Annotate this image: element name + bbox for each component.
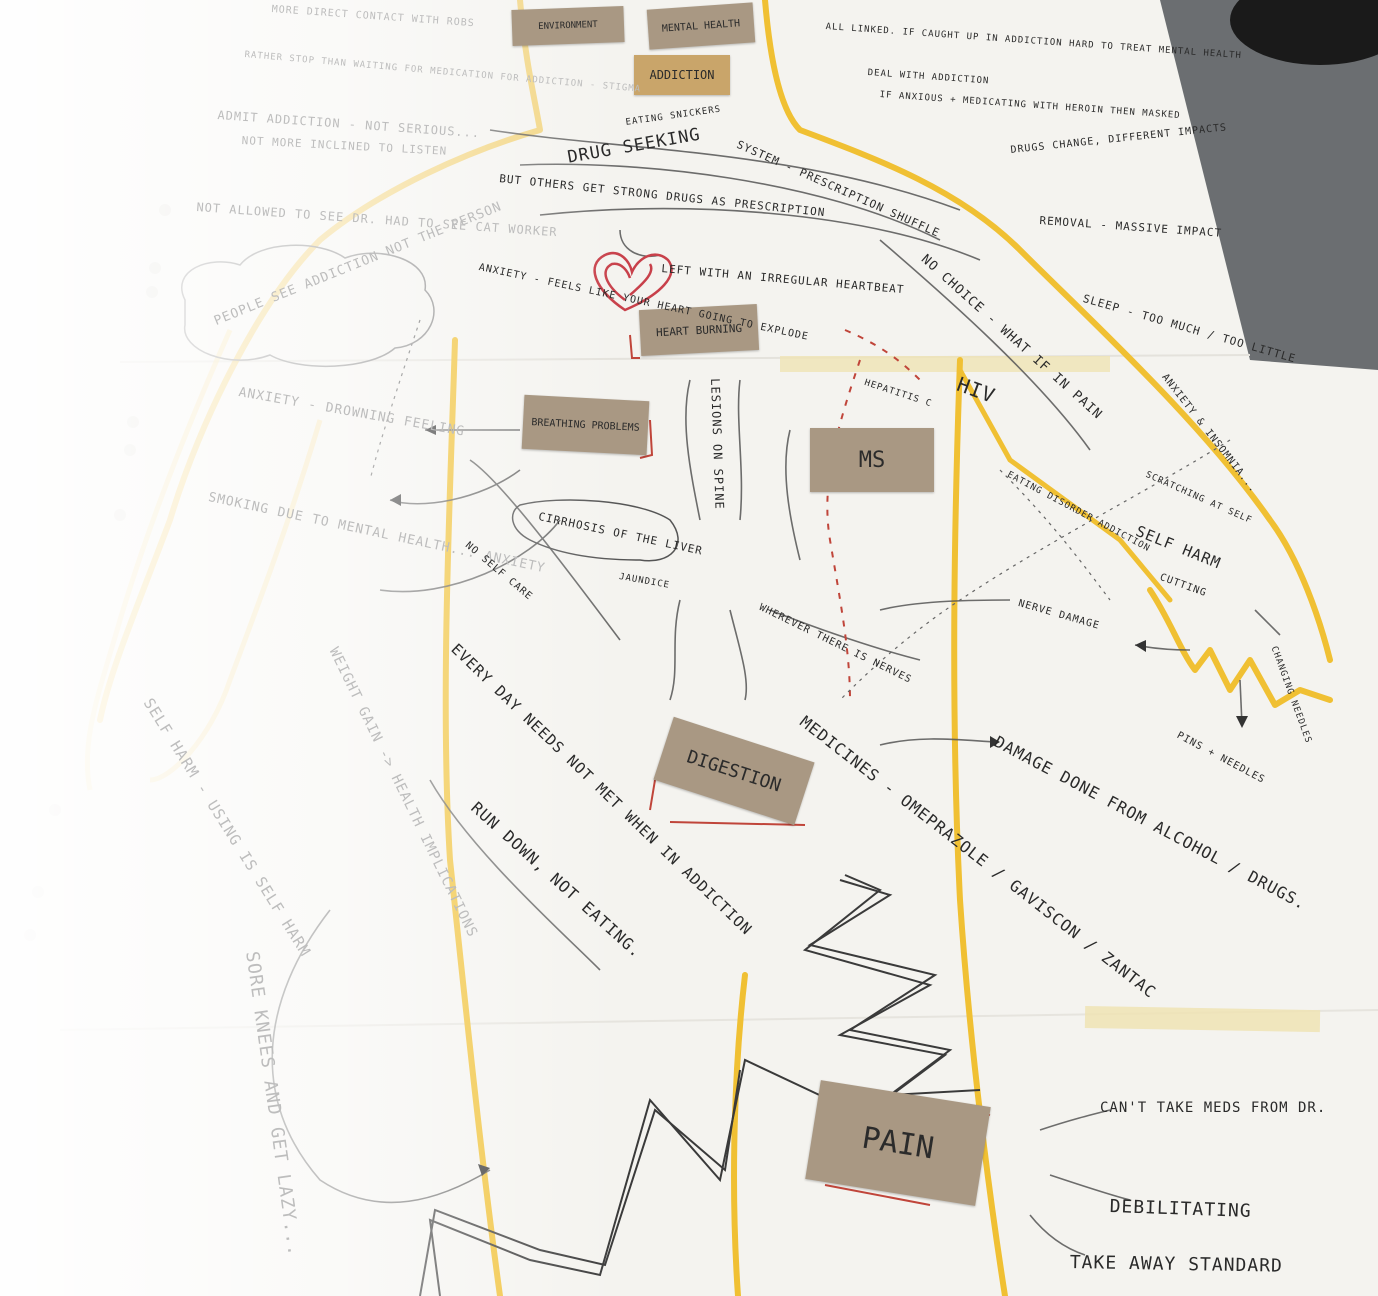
note-cant-take: CAN'T TAKE MEDS FROM DR. (1100, 1100, 1327, 1116)
note-take-away: TAKE AWAY STANDARD (1069, 1252, 1284, 1277)
label-mental-health: MENTAL HEALTH (646, 2, 756, 50)
label-addiction: ADDICTION (634, 55, 730, 95)
label-ms: MS (810, 428, 934, 492)
label-environment: ENVIRONMENT (511, 6, 625, 46)
label-breathing-problems: BREATHING PROBLEMS (521, 394, 650, 456)
